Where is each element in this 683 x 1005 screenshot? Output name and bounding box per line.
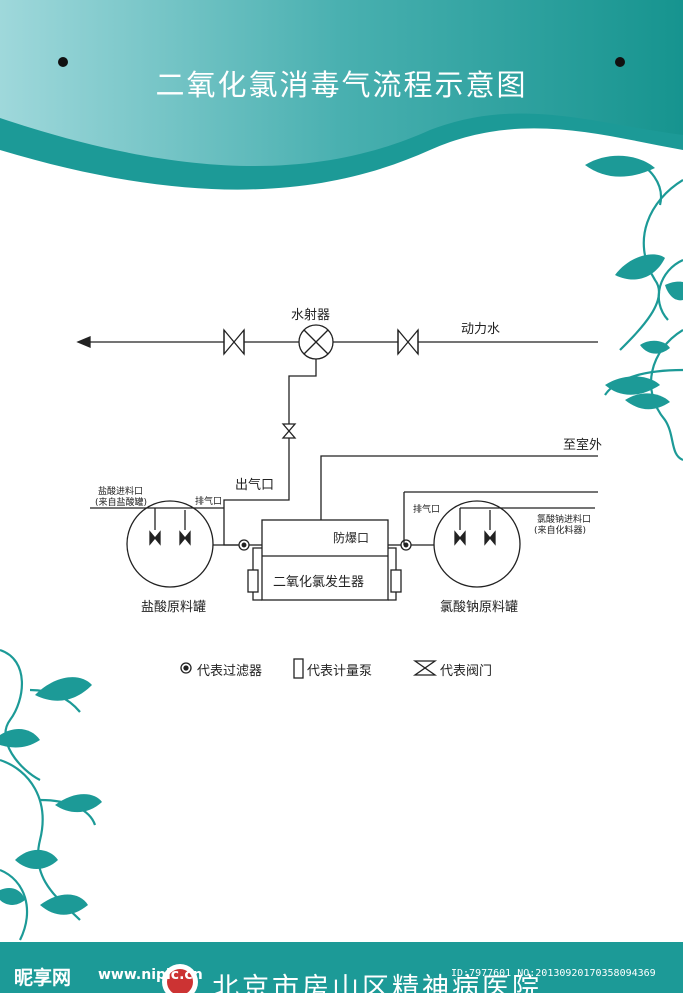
legend-filter-label: 代表过滤器 bbox=[197, 664, 263, 679]
metering-pump-symbol-icon bbox=[293, 658, 304, 679]
legend-pump-label: 代表计量泵 bbox=[307, 664, 373, 679]
gas-outlet-label: 出气口 bbox=[235, 478, 275, 493]
hcl-tank bbox=[126, 500, 214, 588]
filter-right-icon bbox=[400, 539, 412, 551]
explosion-port-label: 防爆口 bbox=[333, 531, 370, 545]
to-outdoor-label: 至室外 bbox=[563, 438, 603, 453]
chlorate-tank-label: 氯酸钠原料罐 bbox=[440, 600, 519, 615]
exhaust-right-label: 排气口 bbox=[413, 505, 441, 515]
watermark-url: www.nipic.cn bbox=[98, 967, 203, 983]
watermark-site: 昵享网 bbox=[14, 967, 72, 989]
watermark-id: ID:7977601 NO:20130920170358094369 bbox=[451, 968, 656, 979]
chlorate-inlet-source-label: (来自化料器) bbox=[534, 526, 587, 536]
hcl-tank-label: 盐酸原料罐 bbox=[141, 600, 207, 615]
valve-left-icon bbox=[223, 328, 245, 356]
valve-right-icon bbox=[397, 328, 419, 356]
power-water-label: 动力水 bbox=[461, 322, 501, 337]
flow-arrow-icon bbox=[76, 336, 91, 348]
leaf-shapes-left bbox=[0, 677, 102, 915]
generator-box bbox=[261, 519, 389, 601]
water-ejector-icon bbox=[298, 324, 334, 360]
flow-diagram bbox=[76, 324, 598, 601]
small-valve-icon bbox=[281, 423, 297, 439]
exhaust-left-label: 排气口 bbox=[195, 497, 223, 507]
vine-decoration-right bbox=[604, 158, 683, 462]
legend-valve-label: 代表阀门 bbox=[440, 664, 493, 679]
to-outdoor-pipe bbox=[320, 455, 598, 528]
metering-pump-right-icon bbox=[390, 569, 402, 593]
legend-symbols bbox=[180, 658, 438, 679]
chlorate-tank bbox=[433, 500, 521, 588]
leaf-shapes-right bbox=[585, 155, 683, 410]
water-ejector-label: 水射器 bbox=[291, 308, 331, 323]
filter-left-icon bbox=[238, 539, 250, 551]
generator-label: 二氧化氯发生器 bbox=[273, 575, 365, 590]
page-title: 二氧化氯消毒气流程示意图 bbox=[155, 68, 528, 102]
metering-pump-left-icon bbox=[247, 569, 259, 593]
hcl-inlet-label: 盐酸进料口 bbox=[98, 487, 144, 497]
filter-symbol-icon bbox=[180, 662, 192, 674]
gas-outlet-pipe bbox=[223, 359, 317, 546]
chlorate-inlet-label: 氯酸钠进料口 bbox=[537, 515, 592, 525]
footer-band bbox=[0, 942, 683, 993]
header-banner bbox=[0, 0, 683, 190]
hcl-inlet-source-label: (来自盐酸罐) bbox=[95, 498, 148, 508]
hospital-logo-icon bbox=[162, 964, 198, 993]
valve-symbol-icon bbox=[412, 660, 438, 676]
